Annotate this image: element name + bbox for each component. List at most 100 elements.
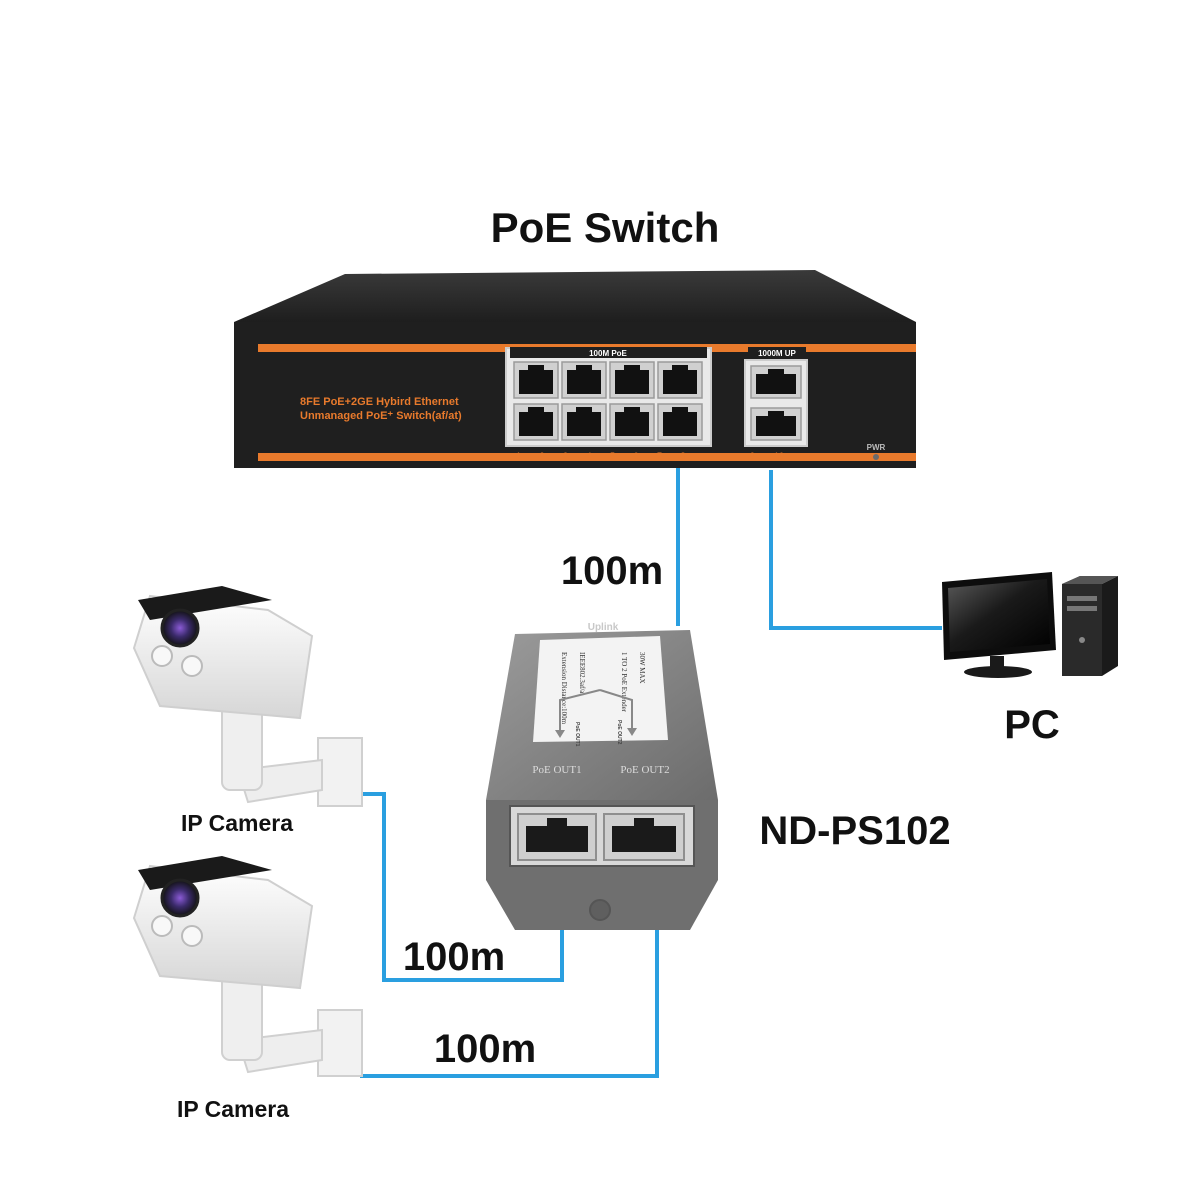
network-cables [355,468,942,1078]
pc-power-button [1079,637,1085,643]
extender-port-out1 [517,813,597,861]
rj45-cavity [615,412,649,436]
rj45-cavity [519,370,553,394]
rj45-cavity [567,370,601,394]
rj45-latch-slot [634,818,654,826]
pc-tower-right [1102,576,1118,676]
poe-group-label-bg [510,347,707,358]
rj45-latch-slot [576,365,592,371]
pwr-led [873,454,879,460]
rj45-cavity [519,412,553,436]
extender-uplink-label: Uplink [588,622,619,633]
rj45-cavity [526,826,588,852]
rj45-cavity [756,416,796,436]
extender-mount-hole [589,899,611,921]
sticker-text-line: 30W MAX [638,652,646,684]
camera-lens-icon [160,608,200,648]
rj45-cavity [756,374,796,394]
monitor-screen [948,579,1050,652]
pwr-label: PWR [867,443,886,452]
rj45-latch-slot [624,365,640,371]
port-number-label: 5 [610,451,615,461]
pc-drive-bay [1067,596,1097,601]
cable-out2-to-camera2 [360,930,659,1078]
rj45-port [750,407,802,441]
pc-workstation: PC [942,572,1118,747]
sticker-out1-label: PoE OUT1 [574,722,580,747]
rj45-cavity [663,412,697,436]
ir-led-icon [151,915,173,937]
port-number-label: 6 [634,451,639,461]
distance-label-out1-to-camera1: 100m [403,935,505,979]
rj45-latch-slot [547,818,567,826]
sticker-text-line: Extension Distance:100m [560,652,568,725]
rj45-cavity [567,412,601,436]
ir-led-icon [151,645,173,667]
distance-label-switch-to-extender: 100m [561,549,663,593]
rj45-cavity [615,370,649,394]
rj45-latch-slot [672,365,688,371]
ir-led-icon [181,655,203,677]
poe-ports [513,361,703,441]
extender-port-out2 [603,813,685,861]
switch-accent-stripe-bottom [258,453,916,461]
monitor-neck [990,656,1004,668]
poe-group-label: 100M PoE [589,349,627,358]
monitor-stand [964,666,1032,678]
rj45-latch-slot [528,407,544,413]
sticker-arrow-head [627,728,637,736]
extender-out1-label: PoE OUT1 [532,764,581,776]
rj45-port [657,403,703,441]
rj45-port [750,365,802,399]
camera-illustration [132,586,363,807]
distance-label-out2-to-camera2: 100m [434,1027,536,1071]
rj45-latch-slot [672,407,688,413]
rj45-latch-slot [576,407,592,413]
extender-label-sticker [533,636,668,742]
wall-mount-plate [317,1009,363,1077]
sticker-text-line: 1 TO 2 PoE Extender [620,652,628,713]
rj45-port [609,403,655,441]
port-number-label: 2 [540,451,545,461]
rj45-port [513,403,559,441]
poe-switch: 8FE PoE+2GE Hybird Ethernet Unmanaged Po… [234,270,916,468]
pc-tower-top [1062,576,1118,584]
pc-label: PC [1004,703,1060,747]
extender-out2-label: PoE OUT2 [620,764,669,776]
rj45-cavity [612,826,676,852]
rj45-latch-slot [768,411,784,417]
cable-switch-to-pc [769,470,942,630]
port-number-label: 3 [563,451,568,461]
sticker-text-line: IEEE802.3af/at [578,652,586,695]
camera-label: IP Camera [181,810,293,836]
rj45-cavity [663,370,697,394]
port-number-label: 8 [681,451,686,461]
rj45-latch-slot [768,369,784,375]
sticker-arrow [559,689,633,732]
diagram-title: PoE Switch [491,204,720,251]
extender-sticker-text: 30W MAX 1 TO 2 PoE Extender IEEE802.3af/at… [560,652,646,725]
rj45-latch-slot [624,407,640,413]
sticker-arrow-head [555,730,565,738]
camera-label: IP Camera [177,1096,289,1122]
sticker-out2-label: PoE OUT2 [616,720,622,745]
ir-led-icon [181,925,203,947]
camera-illustration [132,856,363,1077]
cable-out1-to-camera1 [355,792,564,982]
camera-lens-icon [160,878,200,918]
rj45-latch-slot [528,365,544,371]
rj45-port [513,361,559,399]
uplink-ports [750,365,802,441]
rj45-port [561,361,607,399]
rj45-port [609,361,655,399]
port-number-label: 10 [774,451,784,461]
port-number-label: 1 [516,451,521,461]
port-number-label: 4 [587,451,592,461]
uplink-group-label-bg [748,347,806,358]
pc-drive-bay [1067,606,1097,611]
switch-model-line1: 8FE PoE+2GE Hybird Ethernet [300,396,459,408]
wall-mount-plate [317,737,363,807]
uplink-group-label: 1000M UP [758,349,796,358]
